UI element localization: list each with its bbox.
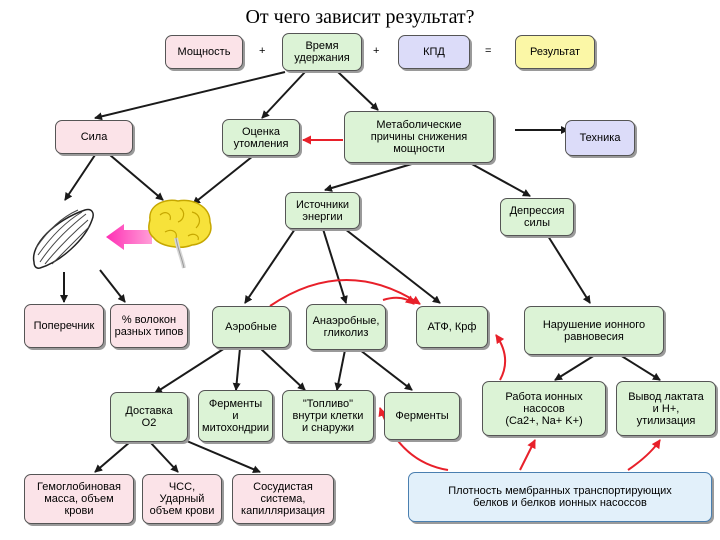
node-technique: Техника xyxy=(565,120,635,156)
node-fiber-types: % волокон разных типов xyxy=(110,304,188,348)
node-ion-pumps: Работа ионных насосов (Ca2+, Na+ K+) xyxy=(482,381,606,436)
node-enzymes-mitochondria: Ферменты и митохондрии xyxy=(198,390,273,442)
arrow-retention-to-fatigue xyxy=(261,71,306,119)
muscle-icon xyxy=(32,208,94,269)
plus-operator: + xyxy=(259,45,266,57)
magenta-arrow-icon xyxy=(106,224,152,250)
node-energy-sources: Источники энергии xyxy=(285,192,360,229)
arrow-depression-to-ion xyxy=(547,235,591,304)
node-anaerobic: Анаэробные, гликолиз xyxy=(306,304,386,350)
arrow-o2-to-hr xyxy=(149,441,179,473)
arrow-aerobic-to-enzymes-mito xyxy=(232,347,241,391)
node-fuel: "Топливо" внутри клетки и снаружи xyxy=(282,390,374,442)
node-force: Сила xyxy=(55,120,133,154)
red-arrow-aerobic-to-atp xyxy=(269,279,421,307)
arrow-energy-to-atp xyxy=(344,228,441,304)
arrow-fatigue-to-brain xyxy=(192,155,254,205)
node-vascular-system: Сосудистая система, капилляризация xyxy=(232,474,334,524)
red-arrow-anaerobic-to-atp xyxy=(382,295,415,305)
red-arrow-pumps-to-atp xyxy=(495,334,507,381)
node-ion-balance: Нарушение ионного равновесия xyxy=(524,306,664,355)
arrow-ion-to-pumps xyxy=(554,354,596,381)
node-power: Мощность xyxy=(165,35,243,69)
node-membrane-protein-density: Плотность мембранных транспортирующих бе… xyxy=(408,472,712,522)
node-atp-cp: АТФ, Крф xyxy=(416,306,488,348)
arrow-anaerobic-to-enzymes xyxy=(359,349,413,391)
node-enzymes: Ферменты xyxy=(384,392,460,440)
arrow-energy-to-aerobic xyxy=(244,228,296,304)
equals-operator: = xyxy=(485,45,492,57)
node-fatigue-assessment: Оценка утомления xyxy=(222,119,300,156)
node-heart-rate-stroke-volume: ЧСС, Ударный объем крови xyxy=(142,474,222,524)
arrow-o2-to-vascular xyxy=(174,435,261,473)
page-title: От чего зависит результат? xyxy=(245,6,475,28)
node-metabolic-causes: Метаболические причины снижения мощности xyxy=(344,111,494,163)
arrow-aerobic-to-o2 xyxy=(154,347,226,394)
arrow-ion-to-lactate xyxy=(619,354,661,381)
brain-icon xyxy=(148,199,212,269)
arrow-o2-to-hemoglobin xyxy=(94,441,131,473)
node-aerobic: Аэробные xyxy=(212,306,290,348)
node-cross-section: Поперечник xyxy=(24,304,104,348)
node-retention-time: Время удержания xyxy=(282,33,362,71)
node-efficiency: КПД xyxy=(398,35,470,69)
arrow-anaerobic-to-fuel xyxy=(334,349,346,391)
arrow-metabolic-to-energy xyxy=(324,162,416,192)
red-arrow-membrane-to-pumps xyxy=(519,439,536,471)
plus-operator: + xyxy=(373,45,380,57)
arrow-retention-to-force xyxy=(94,71,286,121)
node-result: Результат xyxy=(515,35,595,69)
arrow-muscle-to-fibers xyxy=(99,269,126,303)
arrow-force-to-brain xyxy=(109,154,164,201)
arrow-energy-to-anaerobic xyxy=(322,228,348,304)
red-arrow-membrane-to-lactate xyxy=(627,439,661,471)
arrow-metabolic-to-depression xyxy=(469,162,531,197)
node-force-depression: Депрессия силы xyxy=(500,198,574,236)
arrow-retention-to-metabolic xyxy=(337,71,379,111)
node-lactate-removal: Вывод лактата и H+, утилизация xyxy=(616,381,716,436)
node-o2-delivery: Доставка O2 xyxy=(110,392,188,442)
node-hemoglobin: Гемоглобиновая масса, объем крови xyxy=(24,474,134,524)
arrow-force-to-muscle xyxy=(64,154,96,201)
arrow-aerobic-to-fuel xyxy=(259,347,306,391)
